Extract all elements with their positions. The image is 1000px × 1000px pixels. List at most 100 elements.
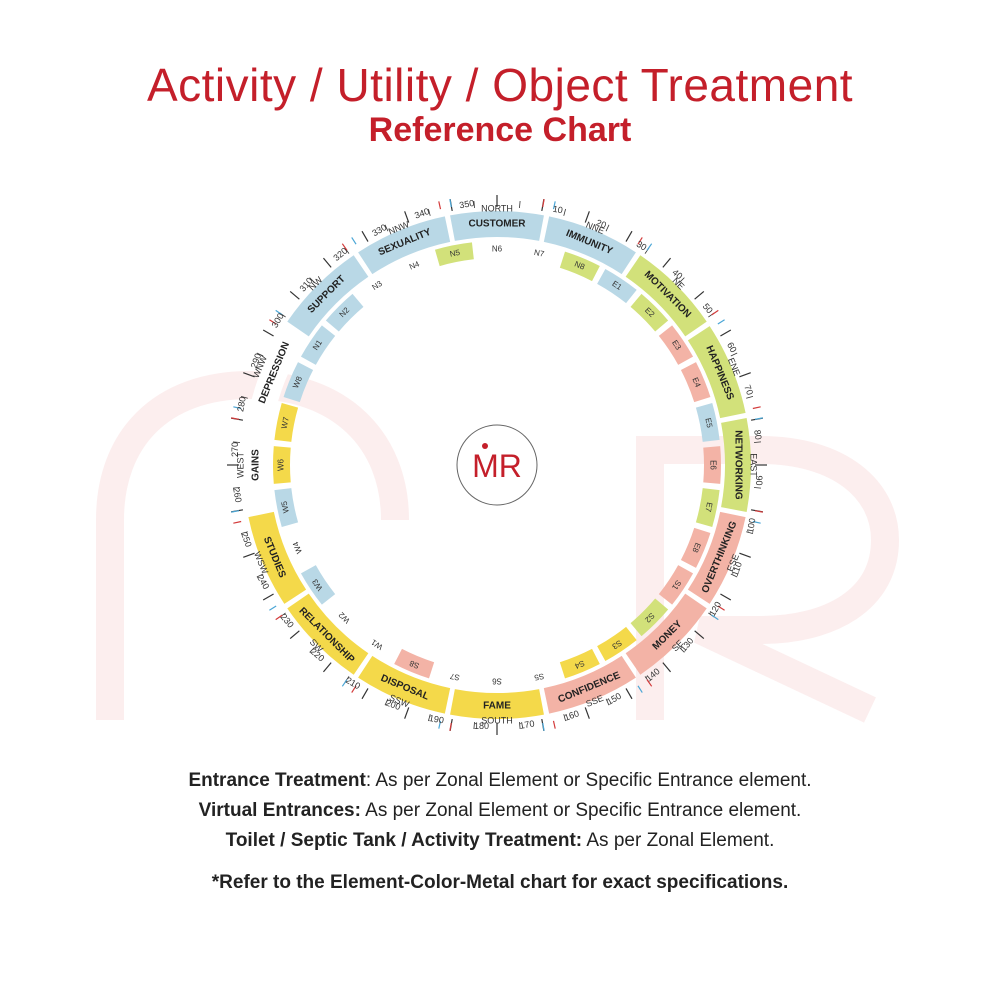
tick-boundary-blue <box>351 237 357 245</box>
tick-mark <box>605 698 610 706</box>
tick-boundary-blue <box>233 406 242 410</box>
tick-mark <box>694 290 705 300</box>
tick-mark <box>679 647 685 653</box>
entrance-e8 <box>680 527 711 568</box>
zone-sexuality <box>358 216 451 275</box>
tick-mark <box>519 721 521 730</box>
tick-mark <box>243 552 255 558</box>
degree-label: 30 <box>635 239 649 253</box>
tick-mark <box>404 211 410 223</box>
entrance-label: S4 <box>573 658 586 670</box>
tick-boundary-red <box>351 685 357 693</box>
tick-mark <box>679 277 685 283</box>
zone-immunity <box>543 216 636 275</box>
entrance-ring <box>273 242 722 679</box>
tick-mark <box>584 211 590 223</box>
zone-label: RELATIONSHIP <box>297 606 357 666</box>
tick-mark <box>289 290 300 300</box>
direction-label: EAST <box>749 453 759 477</box>
degree-label: 340 <box>413 206 431 221</box>
tick-mark <box>720 329 732 337</box>
tick-boundary-red <box>438 201 442 210</box>
tick-boundary-red <box>542 199 545 208</box>
tick-mark <box>262 329 274 337</box>
entrance-label: N7 <box>533 248 545 259</box>
tick-mark <box>746 531 754 534</box>
tick-mark <box>309 647 315 653</box>
zone-disposal <box>358 655 451 714</box>
degree-label: 80 <box>752 429 764 441</box>
tick-mark <box>232 441 241 443</box>
tick-boundary-blue <box>231 510 240 513</box>
tick-mark <box>240 531 248 534</box>
zone-money <box>625 593 707 675</box>
zone-gains <box>243 418 273 512</box>
tick-mark <box>309 277 315 283</box>
tick-boundary-blue <box>754 417 763 420</box>
entrance-n5 <box>434 242 474 267</box>
logo-text: MR <box>472 448 522 484</box>
entrance-label: W2 <box>337 610 352 625</box>
tick-mark <box>720 593 732 601</box>
tick-mark <box>232 487 241 489</box>
degree-label: 350 <box>459 198 476 210</box>
tick-boundary-red <box>233 520 242 524</box>
tick-mark <box>563 208 566 216</box>
tick-mark <box>243 372 255 378</box>
tick-boundary-red <box>717 605 725 611</box>
tick-mark <box>262 593 274 601</box>
tick-mark <box>584 707 590 719</box>
entrance-label: E5 <box>703 417 714 429</box>
tick-mark <box>322 257 332 268</box>
zone-label: CUSTOMER <box>468 219 526 230</box>
note-activity-treatment: Toilet / Septic Tank / Activity Treatmen… <box>225 830 775 851</box>
tick-mark <box>473 200 475 209</box>
tick-boundary-blue <box>438 720 442 729</box>
tick-boundary-blue <box>341 679 348 687</box>
tick-mark <box>730 352 738 357</box>
note-virtual-entrances: Virtual Entrances: As per Zonal Element … <box>198 800 802 821</box>
tick-mark <box>473 721 475 730</box>
tick-boundary-blue <box>752 520 761 524</box>
entrance-e5 <box>695 402 720 442</box>
degree-label: 190 <box>428 713 445 725</box>
degree-label: 280 <box>235 396 247 413</box>
note-entrance-treatment: Entrance Treatment: As per Zonal Element… <box>188 770 812 791</box>
zone-happiness <box>687 326 746 419</box>
entrance-w6 <box>273 446 291 484</box>
zone-relationship <box>287 593 369 675</box>
entrance-label: N8 <box>573 259 586 271</box>
tick-mark <box>730 573 738 578</box>
degree-label: 50 <box>701 301 715 315</box>
tick-mark <box>361 230 369 242</box>
zone-networking <box>721 418 751 512</box>
zone-overthinking <box>687 511 746 604</box>
tick-boundary-red <box>752 406 761 410</box>
entrance-label: W7 <box>280 416 291 430</box>
page-title: Activity / Utility / Object Treatment <box>146 59 854 111</box>
degree-ticks <box>227 195 767 735</box>
entrance-label: E6 <box>708 460 717 470</box>
degree-label: 70 <box>742 384 755 397</box>
entrance-s2 <box>630 598 669 637</box>
entrance-s3 <box>597 626 637 662</box>
entrance-label: W6 <box>277 458 286 471</box>
degree-label: 290 <box>249 352 264 370</box>
tick-mark <box>428 714 431 722</box>
tick-mark <box>289 630 300 640</box>
tick-mark <box>240 396 248 399</box>
tick-boundary-blue <box>269 605 277 611</box>
entrance-e4 <box>680 362 711 403</box>
center-logo: MR <box>456 424 538 506</box>
tick-mark <box>361 688 369 700</box>
degree-label: 40 <box>670 267 684 281</box>
tick-mark <box>605 224 610 232</box>
tick-mark <box>404 707 410 719</box>
entrance-e6 <box>703 446 722 484</box>
entrance-w7 <box>274 402 299 442</box>
entrance-label: S7 <box>449 671 461 682</box>
entrance-s1 <box>658 565 694 605</box>
tick-boundary-blue <box>711 614 719 621</box>
tick-mark <box>384 698 389 706</box>
entrance-label: E8 <box>690 541 702 554</box>
